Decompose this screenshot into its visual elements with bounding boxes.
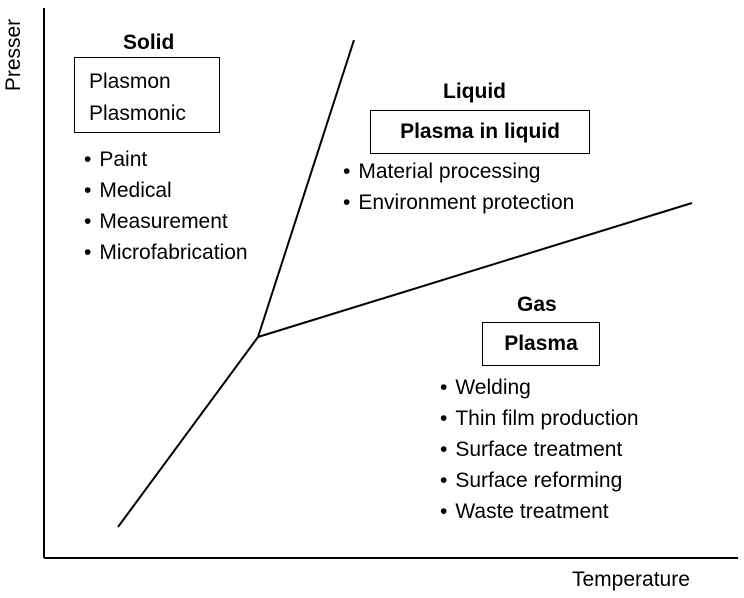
liquid-box-label: Plasma in liquid: [400, 120, 560, 143]
list-item: Waste treatment: [440, 496, 639, 527]
y-axis-label: Presser: [2, 18, 25, 92]
liquid-gas-boundary: [257, 202, 693, 338]
liquid-heading: Liquid: [443, 80, 506, 103]
list-item: Microfabrication: [84, 237, 247, 268]
solid-heading: Solid: [123, 31, 175, 54]
solid-box: Plasmon Plasmonic: [74, 57, 220, 133]
solid-box-line: Plasmon: [89, 70, 171, 93]
liquid-items-list: Material processing Environment protecti…: [343, 156, 574, 218]
solid-items-list: Paint Medical Measurement Microfabricati…: [84, 144, 248, 268]
list-item: Thin film production: [440, 403, 638, 434]
list-item: Material processing: [343, 156, 574, 187]
list-item: Environment protection: [343, 187, 574, 218]
solid-liquid-boundary: [257, 39, 355, 338]
liquid-box: Plasma in liquid: [370, 110, 590, 154]
gas-box-label: Plasma: [504, 332, 578, 355]
list-item: Surface treatment: [440, 434, 639, 465]
solid-box-line: Plasmonic: [89, 102, 186, 125]
gas-box: Plasma: [482, 322, 600, 366]
list-item: Welding: [440, 372, 639, 403]
gas-items-list: Welding Thin film production Surface tre…: [440, 372, 639, 527]
solid-gas-boundary: [117, 336, 259, 528]
gas-heading: Gas: [517, 293, 557, 316]
list-item: Measurement: [84, 206, 248, 237]
list-item: Paint: [84, 144, 248, 175]
list-item: Surface reforming: [440, 465, 639, 496]
x-axis-label: Temperature: [572, 568, 690, 591]
list-item: Medical: [84, 175, 248, 206]
